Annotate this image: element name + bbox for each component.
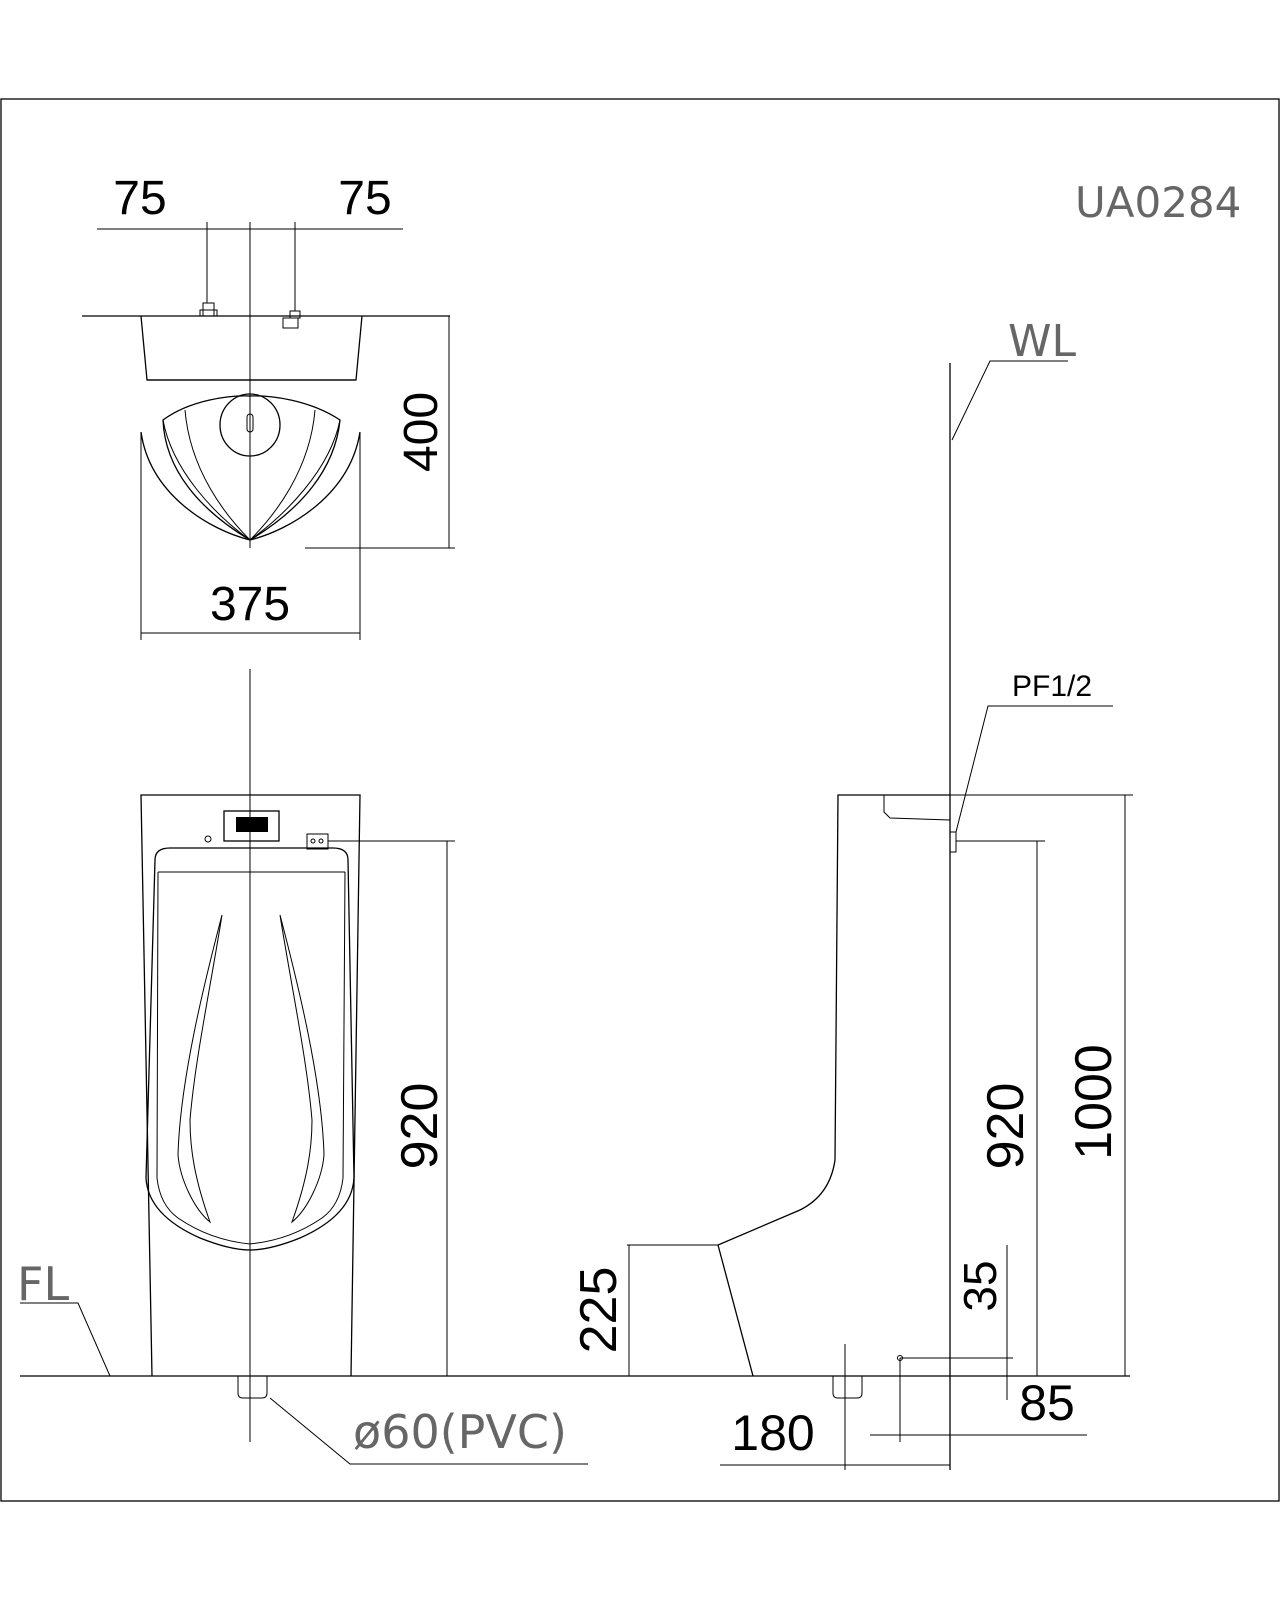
front-view-rib-left (177, 914, 223, 1224)
dimension-front-inlet-height: 920 (391, 1083, 449, 1170)
wall-line-label: WL (1008, 316, 1077, 367)
top-view-bowl-rib-left (184, 409, 251, 541)
front-view-bowl-outline (145, 847, 355, 1251)
side-view-body (717, 794, 950, 1377)
front-view-connector (306, 833, 329, 850)
side-view-top-detail (883, 795, 951, 821)
front-view-connector-pin (318, 838, 324, 844)
top-view-bowl-rib-right-outer (249, 419, 341, 541)
front-view: 920 ø60(PVC) (140, 669, 588, 1465)
floor-line-leader (20, 1302, 111, 1377)
dimension-top-offset-right: 75 (338, 172, 391, 225)
front-view-drain (237, 1376, 268, 1399)
front-view-body (140, 794, 361, 1377)
top-view-bowl-rib-right (249, 409, 316, 541)
front-view-sensor-window (236, 817, 268, 832)
top-view-sensor-slot (246, 413, 254, 433)
dimension-side-inlet-height: 920 (977, 1083, 1035, 1170)
side-view-drain (832, 1376, 863, 1399)
dimension-inlet-offset: 85 (1019, 1375, 1075, 1431)
top-view-bowl-inner (162, 395, 341, 541)
side-view-inlet-fitting (950, 831, 957, 853)
top-view-fitting-right-base (282, 317, 299, 329)
front-view-connector-pin (310, 838, 316, 844)
dimension-top-depth: 400 (395, 392, 448, 472)
supply-fitting-leader (955, 705, 1113, 833)
top-view-body (140, 315, 363, 381)
dimension-floor-gap: 35 (954, 1260, 1006, 1311)
top-view-sensor-circle (219, 393, 281, 457)
dimension-top-width: 375 (210, 578, 290, 631)
model-code: UA0284 (1075, 178, 1241, 227)
drain-leader (269, 1397, 588, 1465)
front-view-indicator (204, 835, 212, 843)
drain-label: ø60(PVC) (353, 1405, 567, 1459)
dimension-drain-offset: 180 (731, 1405, 814, 1461)
top-view-fitting-left-base (199, 309, 218, 317)
side-view: WL PF1/2 920 1000 225 35 180 (570, 316, 1133, 1470)
front-view-rib-right (279, 914, 325, 1224)
top-view: 75 75 400 375 (82, 172, 455, 640)
top-view-bowl-rib-left-outer (162, 419, 251, 541)
top-view-fitting-right (289, 310, 301, 319)
front-view-sensor-panel (223, 810, 280, 842)
wall-line-leader (951, 360, 1068, 441)
floor-line-label: FL (17, 1257, 69, 1311)
dimension-side-total-height: 1000 (1065, 1044, 1123, 1160)
front-view-bowl-inner (156, 871, 346, 1245)
drawing-border (0, 98, 1280, 1502)
supply-fitting-label: PF1/2 (1012, 670, 1092, 703)
dimension-top-offset-left: 75 (113, 172, 166, 225)
dimension-rim-height: 225 (570, 1267, 628, 1354)
